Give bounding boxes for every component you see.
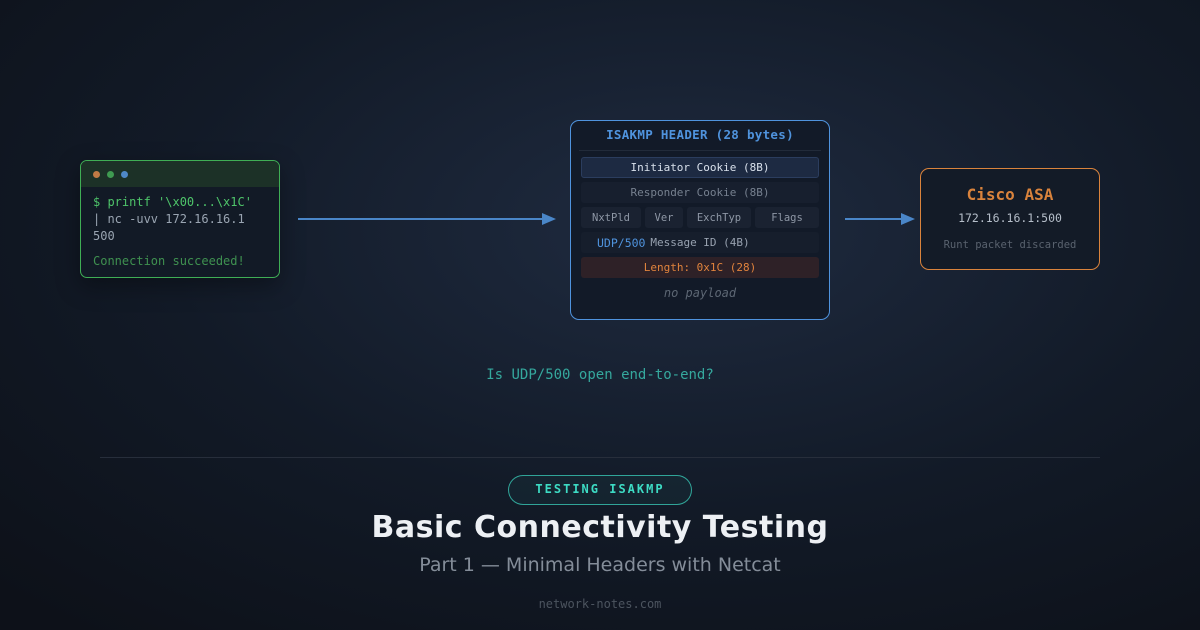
- terminal-command-line-2: | nc -uvv 172.16.16.1: [93, 212, 245, 226]
- asa-title: Cisco ASA: [966, 185, 1054, 204]
- field-byte-cells: NxtPld Ver ExchTyp Flags: [581, 207, 819, 228]
- no-payload-note: no payload: [663, 286, 737, 300]
- terminal-output: $ printf '\x00...\x1C' | nc -uvv 172.16.…: [81, 187, 279, 277]
- field-version: Ver: [645, 207, 683, 228]
- topic-badge: TESTING ISAKMP: [508, 475, 692, 505]
- card-title: Basic Connectivity Testing: [371, 510, 829, 545]
- section-divider: [100, 457, 1100, 458]
- field-message-id: UDP/500 Message ID (4B): [581, 232, 819, 253]
- cisco-asa-box: Cisco ASA 172.16.16.1:500 Runt packet di…: [920, 168, 1100, 270]
- terminal-window: $ printf '\x00...\x1C' | nc -uvv 172.16.…: [80, 160, 280, 278]
- badge-row: TESTING ISAKMP: [0, 475, 1200, 505]
- field-next-payload: NxtPld: [581, 207, 641, 228]
- asa-status: Runt packet discarded: [943, 239, 1077, 251]
- field-message-id-label: Message ID (4B): [650, 236, 750, 249]
- question-text: Is UDP/500 open end-to-end?: [486, 367, 714, 383]
- terminal-titlebar: [81, 161, 279, 187]
- field-exchange-type: ExchTyp: [687, 207, 751, 228]
- window-dot-blue-icon: [121, 170, 128, 178]
- isakmp-title: ISAKMP HEADER (28 bytes): [606, 127, 794, 142]
- site-footer: network-notes.com: [538, 597, 662, 611]
- title-divider: [579, 150, 821, 151]
- flow-arrow-left-icon: [298, 213, 556, 225]
- terminal-command-line-3: 500: [93, 229, 115, 243]
- terminal-command-line-1: $ printf '\x00...\x1C': [93, 195, 252, 209]
- field-flags: Flags: [755, 207, 819, 228]
- asa-address: 172.16.16.1:500: [958, 211, 1062, 225]
- field-initiator-cookie: Initiator Cookie (8B): [581, 157, 819, 178]
- flow-arrow-right-icon: [845, 213, 915, 225]
- terminal-status-line: Connection succeeded!: [93, 254, 245, 268]
- isakmp-header-box: ISAKMP HEADER (28 bytes) Initiator Cooki…: [570, 120, 830, 320]
- field-length: Length: 0x1C (28): [581, 257, 819, 278]
- card-subtitle: Part 1 — Minimal Headers with Netcat: [419, 554, 781, 576]
- window-dot-green-icon: [107, 170, 114, 178]
- field-responder-cookie: Responder Cookie (8B): [581, 182, 819, 203]
- udp-port-label: UDP/500: [597, 235, 646, 250]
- window-dot-orange-icon: [93, 170, 100, 178]
